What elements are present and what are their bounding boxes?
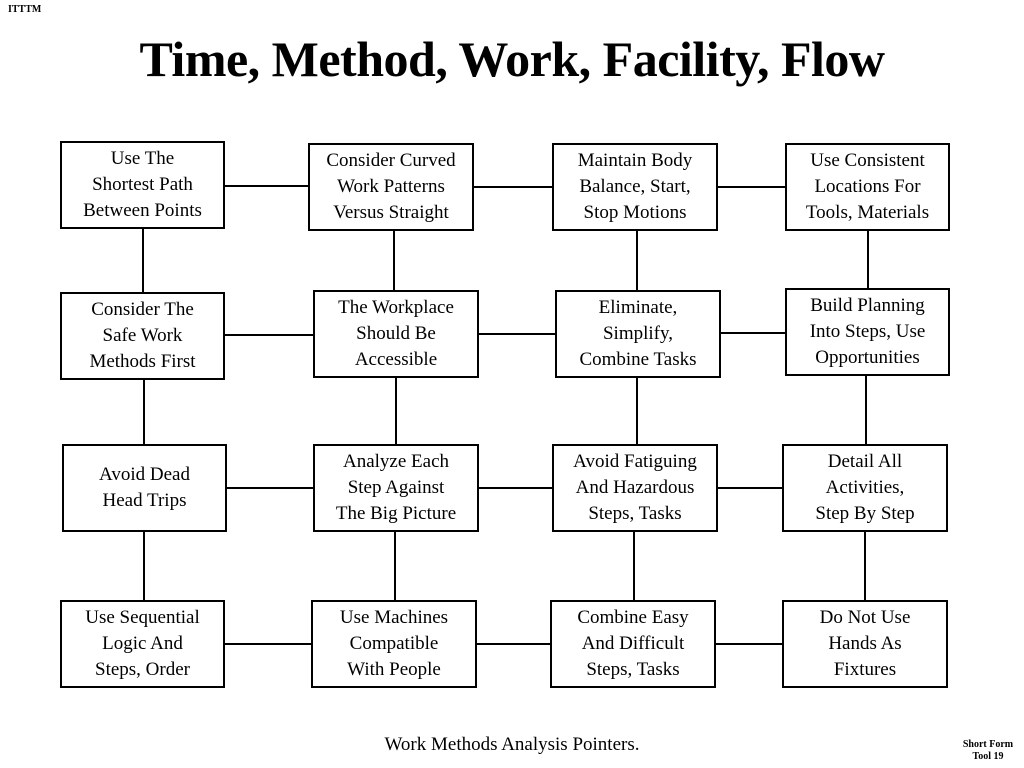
- pointer-box-text: Build Planning Into Steps, Use Opportuni…: [809, 295, 926, 368]
- pointer-box: Use Machines Compatible With People: [311, 600, 477, 688]
- footer-tag-line-1: Short Form: [962, 739, 1014, 750]
- pointer-box: Use Consistent Locations For Tools, Mate…: [785, 143, 950, 231]
- caption: Work Methods Analysis Pointers.: [384, 734, 640, 755]
- pointer-box-text: Avoid Fatiguing And Hazardous Steps, Tas…: [573, 451, 697, 524]
- pointer-box-text: Consider Curved Work Patterns Versus Str…: [326, 150, 456, 223]
- pointer-box: Avoid Dead Head Trips: [62, 444, 227, 532]
- footer-tag: Short Form Tool 19: [958, 739, 1018, 763]
- pointer-box-text: Use The Shortest Path Between Points: [83, 148, 202, 221]
- pointer-box-text: The Workplace Should Be Accessible: [338, 297, 454, 370]
- pointer-box-text: Use Sequential Logic And Steps, Order: [85, 607, 200, 680]
- pointer-box-text: Combine Easy And Difficult Steps, Tasks: [577, 607, 689, 680]
- pointer-box: Use Sequential Logic And Steps, Order: [60, 600, 225, 688]
- pointer-box: Use The Shortest Path Between Points: [60, 141, 225, 229]
- pointer-box-text: Avoid Dead Head Trips: [99, 464, 190, 511]
- pointer-box: The Workplace Should Be Accessible: [313, 290, 479, 378]
- pointer-box: Build Planning Into Steps, Use Opportuni…: [785, 288, 950, 376]
- pointer-box-text: Use Machines Compatible With People: [339, 607, 449, 680]
- pointer-box-text: Consider The Safe Work Methods First: [89, 299, 196, 372]
- pointer-box-text: Analyze Each Step Against The Big Pictur…: [335, 451, 457, 524]
- footer-tag-line-2: Tool 19: [972, 751, 1004, 762]
- pointer-box-text: Do Not Use Hands As Fixtures: [819, 607, 911, 680]
- pointer-box-text: Use Consistent Locations For Tools, Mate…: [805, 150, 930, 223]
- pointer-box-text: Maintain Body Balance, Start, Stop Motio…: [577, 150, 693, 223]
- page-title: Time, Method, Work, Facility, Flow: [139, 31, 885, 87]
- pointer-box: Maintain Body Balance, Start, Stop Motio…: [552, 143, 718, 231]
- pointer-box: Do Not Use Hands As Fixtures: [782, 600, 948, 688]
- pointer-box: Combine Easy And Difficult Steps, Tasks: [550, 600, 716, 688]
- pointer-box: Consider The Safe Work Methods First: [60, 292, 225, 380]
- pointer-box: Analyze Each Step Against The Big Pictur…: [313, 444, 479, 532]
- pointer-box: Avoid Fatiguing And Hazardous Steps, Tas…: [552, 444, 718, 532]
- pointer-box-text: Eliminate, Simplify, Combine Tasks: [579, 297, 697, 370]
- pointer-box: Detail All Activities, Step By Step: [782, 444, 948, 532]
- pointer-box-text: Detail All Activities, Step By Step: [815, 451, 915, 524]
- corner-tag: ITTTM: [8, 4, 42, 15]
- pointer-box: Consider Curved Work Patterns Versus Str…: [308, 143, 474, 231]
- pointer-box: Eliminate, Simplify, Combine Tasks: [555, 290, 721, 378]
